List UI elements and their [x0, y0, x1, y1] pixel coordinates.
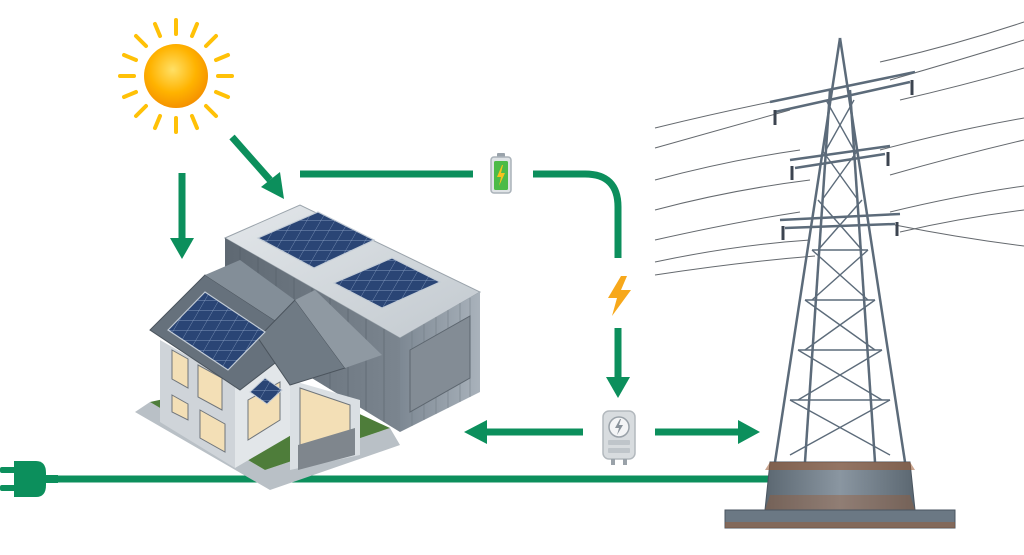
house-solar-panel-small	[249, 377, 283, 405]
solar-house-icon	[135, 260, 400, 490]
sun-icon	[118, 18, 234, 134]
transmission-tower-icon	[654, 21, 1024, 529]
warehouse-solar-panel-1	[256, 211, 376, 269]
arrow-sun-to-warehouse	[229, 134, 284, 199]
battery-icon	[490, 153, 512, 194]
line-battery-to-bolt	[533, 170, 622, 258]
electricity-meter-icon	[602, 410, 636, 465]
arrow-meter-to-house	[464, 420, 583, 444]
warehouse-solar-panel-2	[332, 257, 442, 309]
lightning-bolt-icon	[608, 276, 631, 316]
arrow-meter-to-grid	[655, 420, 760, 444]
house-solar-panel	[167, 291, 266, 371]
flow-arrows	[56, 134, 790, 483]
arrow-sun-to-house	[170, 173, 194, 259]
arrow-bolt-to-meter	[606, 328, 630, 398]
power-plug-icon	[0, 461, 58, 497]
